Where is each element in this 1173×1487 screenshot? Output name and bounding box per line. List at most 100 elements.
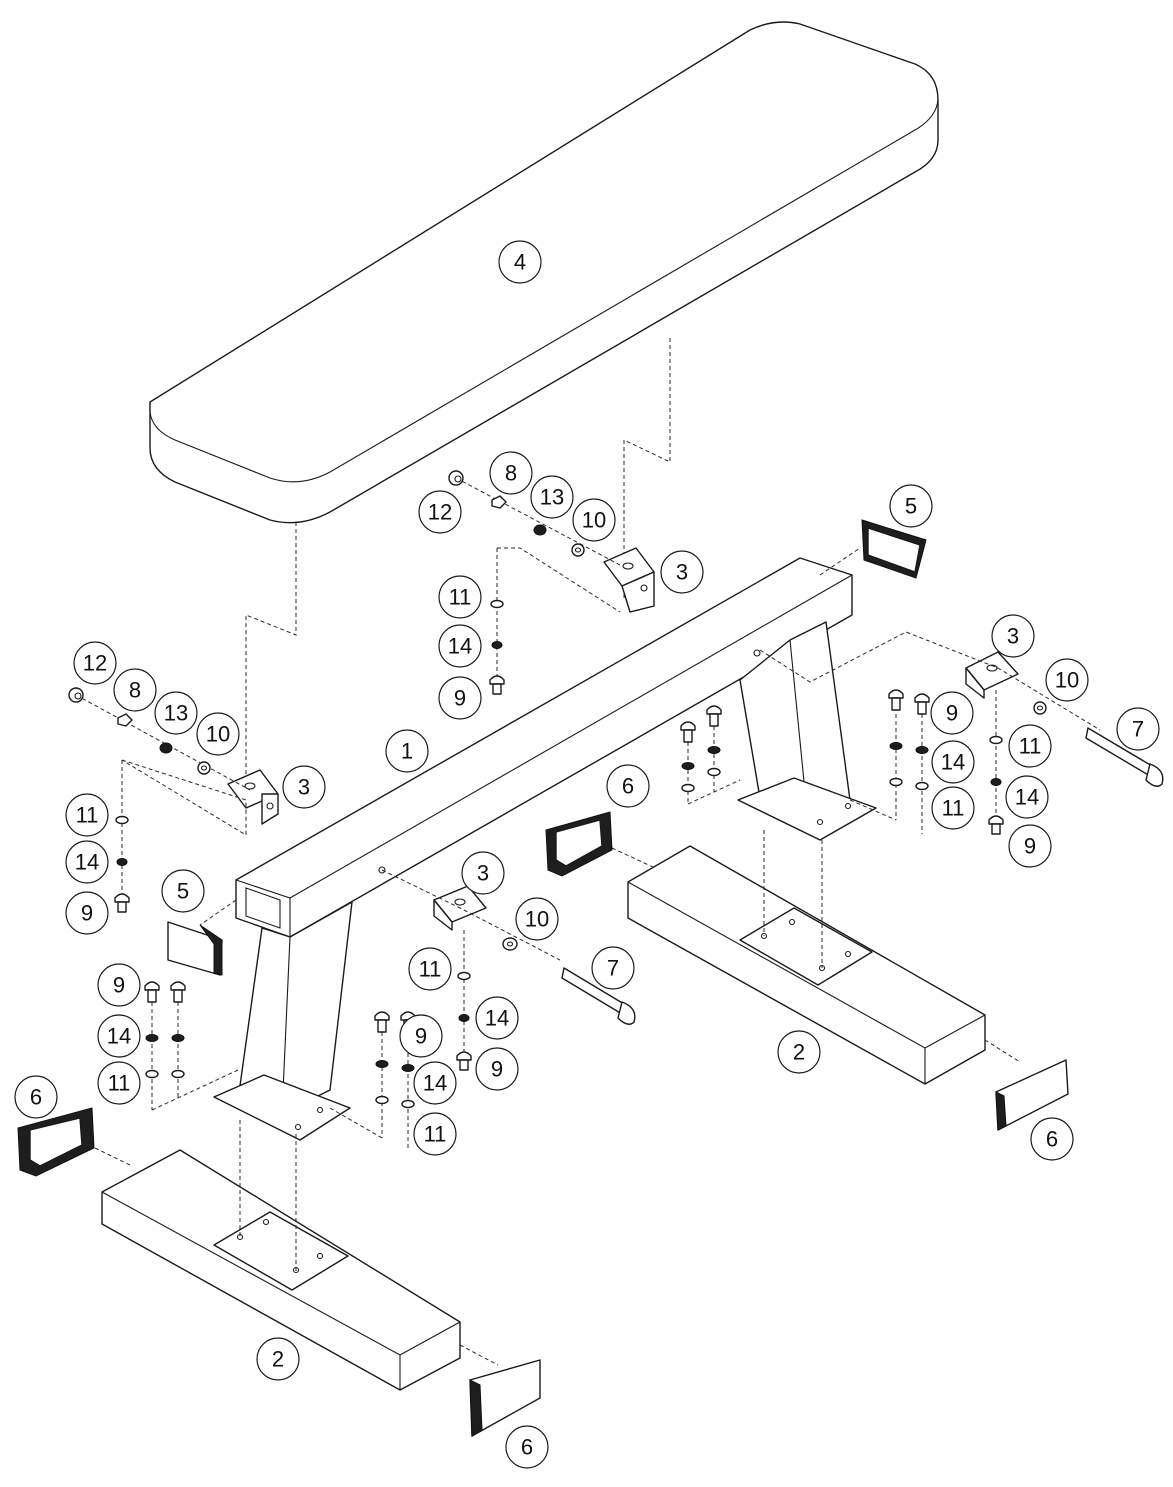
callout-circle	[438, 575, 482, 619]
callout-number: 8	[505, 461, 517, 486]
callout-part-1: 1	[385, 729, 429, 773]
callout-part-9: 9	[1008, 824, 1052, 868]
callout-number: 13	[164, 701, 188, 726]
callout-part-8: 8	[113, 668, 157, 712]
callout-part-14: 14	[97, 1014, 141, 1058]
callout-number: 11	[449, 585, 472, 610]
callout-circle	[65, 891, 109, 935]
callout-circle	[777, 1030, 821, 1074]
bracket-left	[227, 769, 279, 825]
callout-part-6: 6	[14, 1075, 58, 1119]
callout-number: 14	[448, 634, 472, 659]
callout-circle	[505, 1425, 549, 1469]
callout-part-14: 14	[65, 840, 109, 884]
end-cap-base-mid	[545, 811, 613, 877]
callout-number: 1	[401, 739, 413, 764]
callout-circle	[413, 1112, 457, 1156]
callout-circle	[282, 765, 326, 809]
callout-circle	[475, 996, 519, 1040]
callout-part-3: 3	[282, 765, 326, 809]
callout-circle	[1116, 707, 1160, 751]
callout-circle	[97, 963, 141, 1007]
callout-part-9: 9	[97, 963, 141, 1007]
callout-part-3: 3	[461, 851, 505, 895]
callout-circle	[489, 451, 533, 495]
callout-number: 10	[525, 907, 549, 932]
callout-circle	[1005, 775, 1049, 819]
callout-part-9: 9	[475, 1047, 519, 1091]
callout-circle	[498, 240, 542, 284]
callout-number: 10	[1055, 668, 1079, 693]
callout-number: 11	[108, 1071, 131, 1096]
callout-part-11: 11	[408, 947, 452, 991]
callout-circle	[1030, 1117, 1074, 1161]
end-cap-base-right-bottom	[469, 1359, 541, 1437]
callout-part-2: 2	[777, 1030, 821, 1074]
callout-part-6: 6	[606, 764, 650, 808]
callout-circle	[97, 1014, 141, 1058]
seat-mount-lines	[245, 338, 671, 782]
callout-part-6: 6	[1030, 1117, 1074, 1161]
end-cap-base-right	[995, 1059, 1069, 1131]
callout-part-12: 12	[418, 490, 462, 534]
callout-number: 13	[540, 485, 564, 510]
bolts-rear-right	[849, 689, 930, 834]
callout-part-14: 14	[413, 1061, 457, 1105]
callout-part-9: 9	[65, 891, 109, 935]
callout-circle	[931, 740, 975, 784]
callout-part-11: 11	[65, 793, 109, 837]
callout-part-11: 11	[438, 575, 482, 619]
callout-number: 7	[1132, 717, 1144, 742]
bolts-front-left	[144, 981, 239, 1111]
callout-number: 6	[30, 1085, 42, 1110]
callout-number: 10	[582, 508, 606, 533]
fasteners-upper	[448, 470, 621, 695]
callout-number: 14	[485, 1006, 509, 1031]
callout-number: 14	[1015, 785, 1039, 810]
callout-part-9: 9	[930, 691, 974, 735]
callout-number: 9	[81, 901, 93, 926]
callout-part-11: 11	[1008, 724, 1052, 768]
front-upright	[213, 901, 353, 1141]
bracket-upper	[603, 547, 655, 613]
callout-circle	[154, 691, 198, 735]
callout-number: 9	[1024, 834, 1036, 859]
callout-part-14: 14	[931, 740, 975, 784]
callout-circle	[572, 498, 616, 542]
callout-part-6: 6	[505, 1425, 549, 1469]
callout-circle	[438, 676, 482, 720]
callout-circle	[408, 947, 452, 991]
callout-part-13: 13	[530, 475, 574, 519]
end-cap-base-left	[17, 1107, 95, 1177]
callout-circle	[65, 793, 109, 837]
callout-part-10: 10	[1045, 658, 1089, 702]
callout-part-10: 10	[572, 498, 616, 542]
callout-circle	[418, 490, 462, 534]
callout-circle	[65, 840, 109, 884]
callout-part-2: 2	[256, 1337, 300, 1381]
callout-number: 3	[1007, 624, 1019, 649]
callout-circle	[413, 1061, 457, 1105]
callout-circle	[660, 550, 704, 594]
main-frame	[235, 557, 853, 938]
callout-part-3: 3	[660, 550, 704, 594]
callout-number: 14	[75, 850, 99, 875]
callout-number: 2	[793, 1040, 805, 1065]
callout-number: 9	[491, 1057, 503, 1082]
callout-part-14: 14	[475, 996, 519, 1040]
callout-number: 5	[177, 879, 189, 904]
callout-part-14: 14	[438, 624, 482, 668]
callout-circle	[399, 1014, 443, 1058]
callout-circle	[530, 475, 574, 519]
callout-number: 6	[1046, 1127, 1058, 1152]
callout-part-7: 7	[591, 946, 635, 990]
callout-part-8: 8	[489, 451, 533, 495]
callout-number: 3	[477, 861, 489, 886]
callout-number: 11	[1019, 734, 1042, 759]
callout-number: 6	[622, 774, 634, 799]
callout-part-4: 4	[498, 240, 542, 284]
callout-part-3: 3	[991, 614, 1035, 658]
callout-number: 14	[941, 750, 965, 775]
callout-circle	[113, 668, 157, 712]
callout-number: 14	[107, 1024, 131, 1049]
